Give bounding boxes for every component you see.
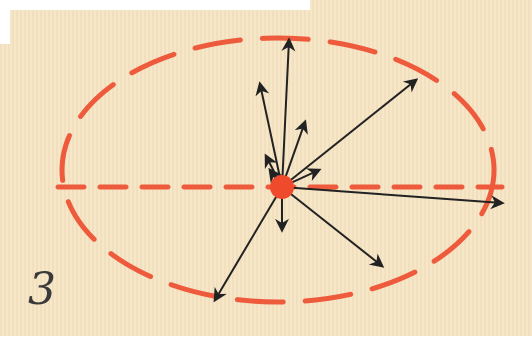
figure-number: 3 [28,268,56,312]
page-edge-bottom [0,336,532,346]
nucleus-dot [270,175,294,199]
page-edge-left [0,0,10,44]
page-edge-top [0,0,310,10]
